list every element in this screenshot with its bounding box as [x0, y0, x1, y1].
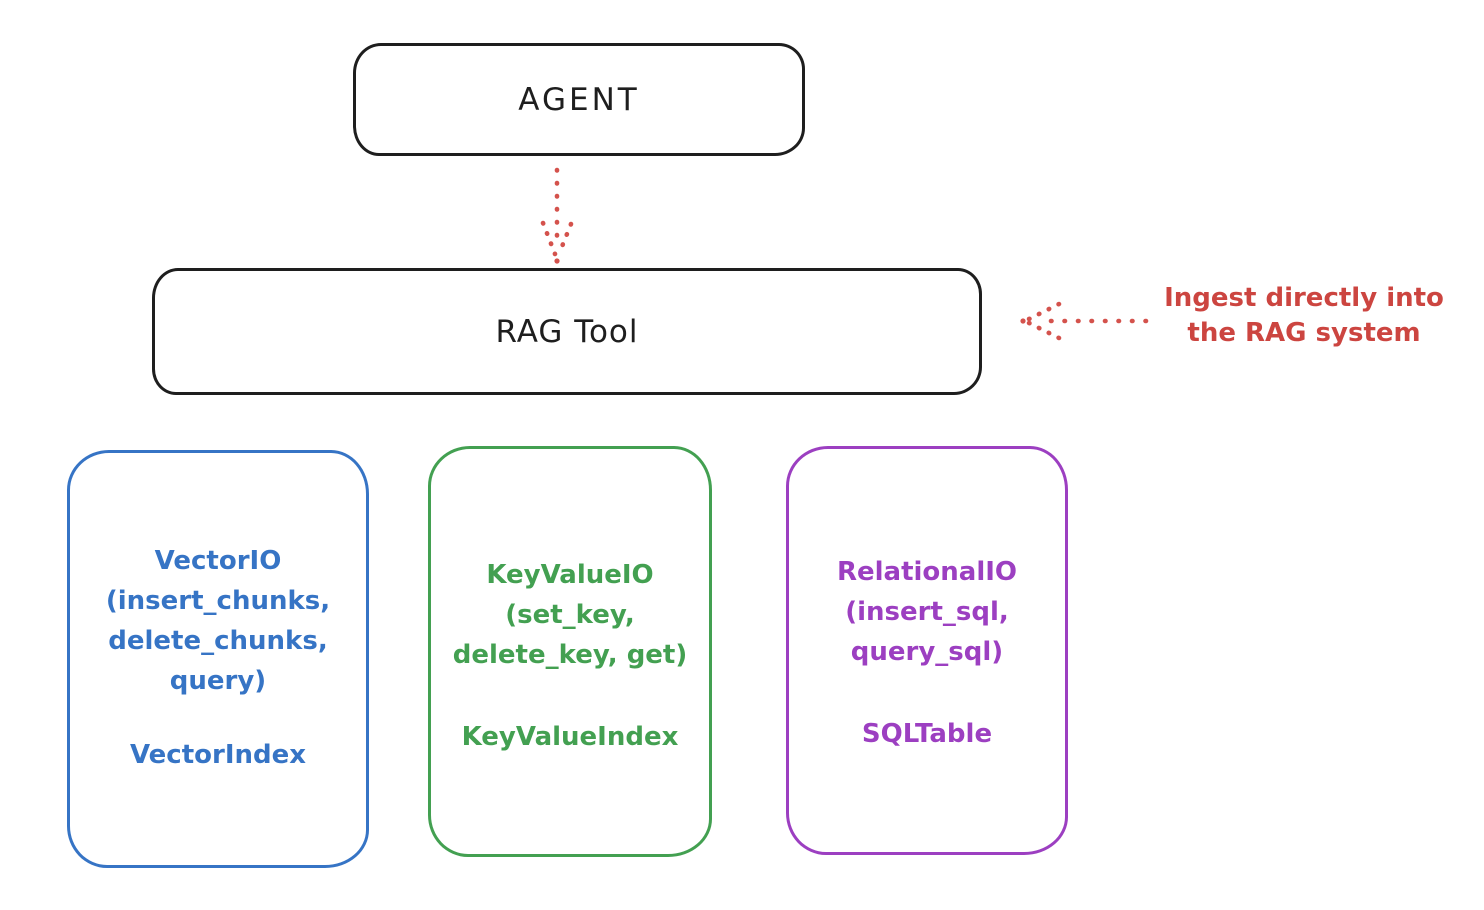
agent-to-ragtool-arrow — [540, 167, 574, 264]
vector-io-operations: VectorIO (insert_chunks, delete_chunks, … — [105, 546, 331, 696]
keyvalue-index-label: KeyValueIndex — [461, 722, 679, 752]
agent-node: AGENT — [353, 43, 805, 156]
keyvalue-io-box: KeyValueIO (set_key, delete_key, get) Ke… — [428, 446, 712, 857]
keyvalue-io-operations: KeyValueIO (set_key, delete_key, get) — [452, 560, 688, 670]
rag-tool-label: RAG Tool — [495, 313, 639, 350]
rag-tool-node: RAG Tool — [152, 268, 982, 395]
relational-io-operations: RelationalIO (insert_sql, query_sql) — [836, 557, 1018, 667]
agent-label: AGENT — [518, 81, 640, 118]
vector-index-label: VectorIndex — [129, 740, 307, 770]
relational-io-box: RelationalIO (insert_sql, query_sql) SQL… — [786, 446, 1068, 855]
vector-io-box: VectorIO (insert_chunks, delete_chunks, … — [67, 450, 369, 868]
sqltable-label: SQLTable — [861, 719, 993, 749]
ingest-annotation-text: Ingest directly into the RAG system — [1164, 283, 1444, 348]
